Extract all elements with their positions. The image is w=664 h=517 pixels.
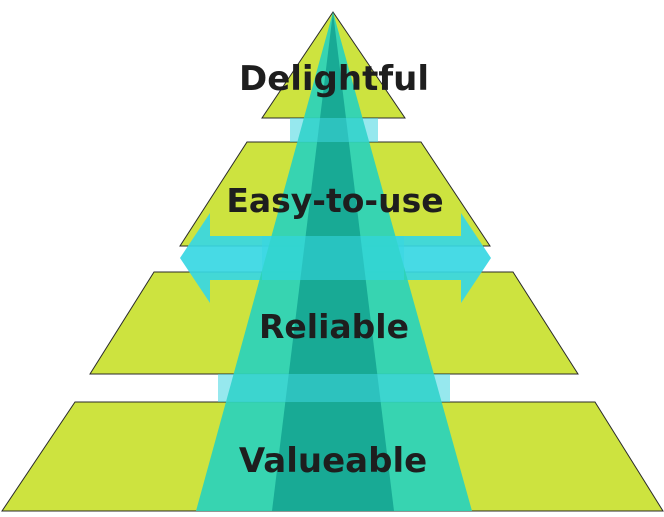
beam-gap-highlight <box>218 374 450 402</box>
beam-gap-highlight-top <box>290 118 378 142</box>
level-easy-to-use-label: Easy-to-use <box>226 181 443 220</box>
level-delightful-label: Delightful <box>239 59 429 99</box>
level-valueable-label: Valueable <box>239 441 427 481</box>
arrow-over-beam <box>262 236 404 280</box>
level-reliable-label: Reliable <box>259 307 409 346</box>
